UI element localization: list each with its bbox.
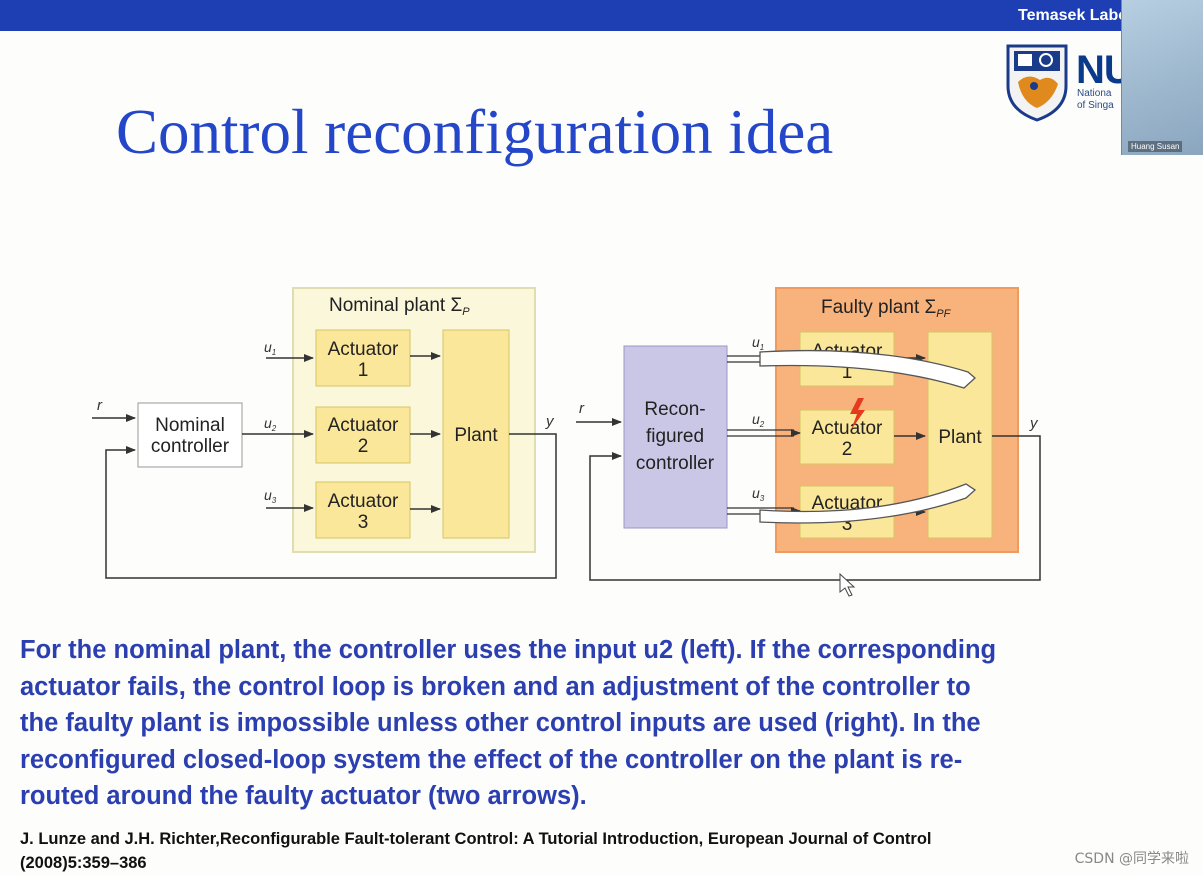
reference-line-2: (2008)5:359–386 [20,854,147,872]
nominal-controller-line1: Nominal [155,415,225,436]
nominal-plant-title: Nominal plant ΣP [329,295,470,318]
right-input-u3: u3 [752,485,765,503]
org-name: Temasek Labo [1018,7,1128,24]
left-input-u3: u3 [264,487,277,505]
left-plant-box [442,329,510,539]
body-line-2: actuator fails, the control loop is brok… [20,672,971,701]
right-reference-r: r [579,400,585,417]
left-output-y: y [545,413,555,430]
slide-body-text: For the nominal plant, the controller us… [20,632,1185,815]
reroute-arrow-lower [759,483,977,524]
participant-name: Huang Susan [1128,141,1183,152]
faulty-plant-title: Faulty plant ΣPF [821,297,952,320]
university-crest-icon [1006,44,1068,122]
right-actuator-3-number: 3 [842,514,853,535]
reconfigured-controller-line2: figured [646,426,704,447]
left-actuator-1-label: Actuator [328,339,399,360]
right-actuator-2-number: 2 [842,439,853,460]
logo-subtitle-line2: of Singa [1077,100,1114,111]
reconfigured-controller-line1: Recon- [644,399,705,420]
csdn-watermark: CSDN @同学来啦 [1074,851,1189,867]
body-line-1: For the nominal plant, the controller us… [20,636,997,664]
fault-lightning-icon [850,398,865,430]
right-actuator-2-box [799,409,895,465]
right-input-u1: u1 [752,334,764,352]
mouse-cursor-icon [839,572,856,597]
top-banner: Temasek Labo [0,0,1203,31]
reconfigured-controller-box [623,345,728,529]
reroute-arrow-upper [759,349,976,389]
nominal-controller-line2: controller [151,436,230,457]
right-plant-label: Plant [938,427,982,448]
left-plant-label: Plant [454,425,498,446]
left-actuator-2-label: Actuator [328,415,399,436]
reference-line-1: J. Lunze and J.H. Richter,Reconfigurable… [20,830,932,848]
left-actuator-2-number: 2 [358,436,369,457]
left-actuator-1-number: 1 [358,360,369,381]
webcam-thumbnail[interactable]: Huang Susan [1121,0,1203,155]
left-actuator-3-box [315,481,411,539]
logo-subtitle-line1: Nationa [1077,88,1112,99]
right-output-y: y [1029,415,1039,432]
left-actuator-2-box [315,406,411,464]
body-line-5: routed around the faulty actuator (two a… [20,782,587,810]
left-input-u1: u1 [264,339,276,357]
left-actuator-1-box [315,329,411,387]
nominal-controller-box [137,402,243,468]
reconfiguration-diagram: Nominal plant ΣP Actuator 1 Actuator 2 A… [92,287,1041,597]
body-line-4: reconfigured closed-loop system the effe… [20,745,963,774]
right-actuator-2-label: Actuator [812,418,883,439]
slide-title: Control reconfiguration idea [116,97,834,167]
reference-citation: J. Lunze and J.H. Richter,Reconfigurable… [20,827,1170,875]
right-actuator-1-number: 1 [842,362,853,383]
body-line-3: the faulty plant is impossible unless ot… [20,709,981,737]
left-reference-r: r [97,397,103,414]
left-actuator-3-number: 3 [358,512,369,533]
right-input-u2: u2 [752,411,765,429]
left-input-u2: u2 [264,415,277,433]
left-actuator-3-label: Actuator [328,491,399,512]
reconfigured-controller-line3: controller [636,453,715,474]
